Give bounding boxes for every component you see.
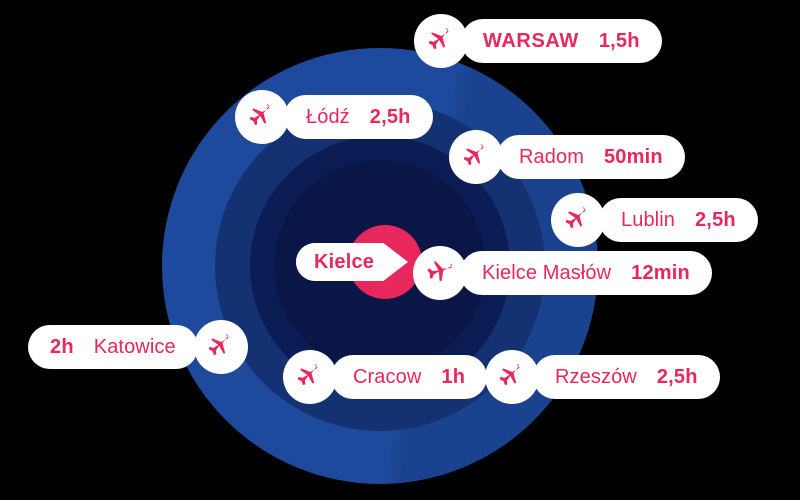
destination-pill-katowice[interactable]: 2h Katowice [28,325,198,369]
airplane-side-icon-kielce-maslow [413,246,467,300]
destination-city-rzeszow: Rzeszów [555,365,637,388]
destination-city-warsaw: WARSAW [483,29,579,52]
destination-duration-radom: 50min [603,145,663,168]
destination-city-cracow: Cracow [353,365,422,388]
destination-city-katowice: Katowice [93,335,176,358]
destination-duration-katowice: 2h [50,335,74,358]
airplane-icon-katowice [194,320,248,374]
kielce-banner [296,243,408,281]
destination-city-kielce-maslow: Kielce Masłów [482,261,612,284]
destination-city-lublin: Lublin [621,208,675,231]
destination-duration-cracow: 1h [441,365,466,388]
destination-duration-lodz: 2,5h [369,105,411,128]
destination-city-radom: Radom [519,145,584,168]
destination-pill-rzeszow[interactable]: Rzeszów 2,5h [533,355,720,399]
airplane-icon-warsaw [414,14,468,68]
destination-duration-kielce-maslow: 12min [631,261,690,284]
airplane-icon-lodz [235,90,289,144]
airplane-icon-cracow [283,350,337,404]
destination-city-lodz: Łódź [306,105,350,128]
destination-pill-warsaw[interactable]: WARSAW 1,5h [461,19,662,63]
destination-duration-rzeszow: 2,5h [656,365,698,388]
destination-pill-radom[interactable]: Radom 50min [497,135,685,179]
kielce-label: Kielce [314,250,375,273]
airplane-icon-lublin [551,193,605,247]
destination-duration-warsaw: 1,5h [598,29,640,52]
airplane-icon-rzeszow [485,350,539,404]
destination-duration-lublin: 2,5h [694,208,736,231]
destination-pill-cracow[interactable]: Cracow 1h [331,355,488,399]
airplane-icon-radom [449,130,503,184]
destination-pill-lublin[interactable]: Lublin 2,5h [599,198,758,242]
destination-pill-kielce-maslow[interactable]: Kielce Masłów 12min [460,251,712,295]
destination-pill-lodz[interactable]: Łódź 2,5h [284,95,433,139]
